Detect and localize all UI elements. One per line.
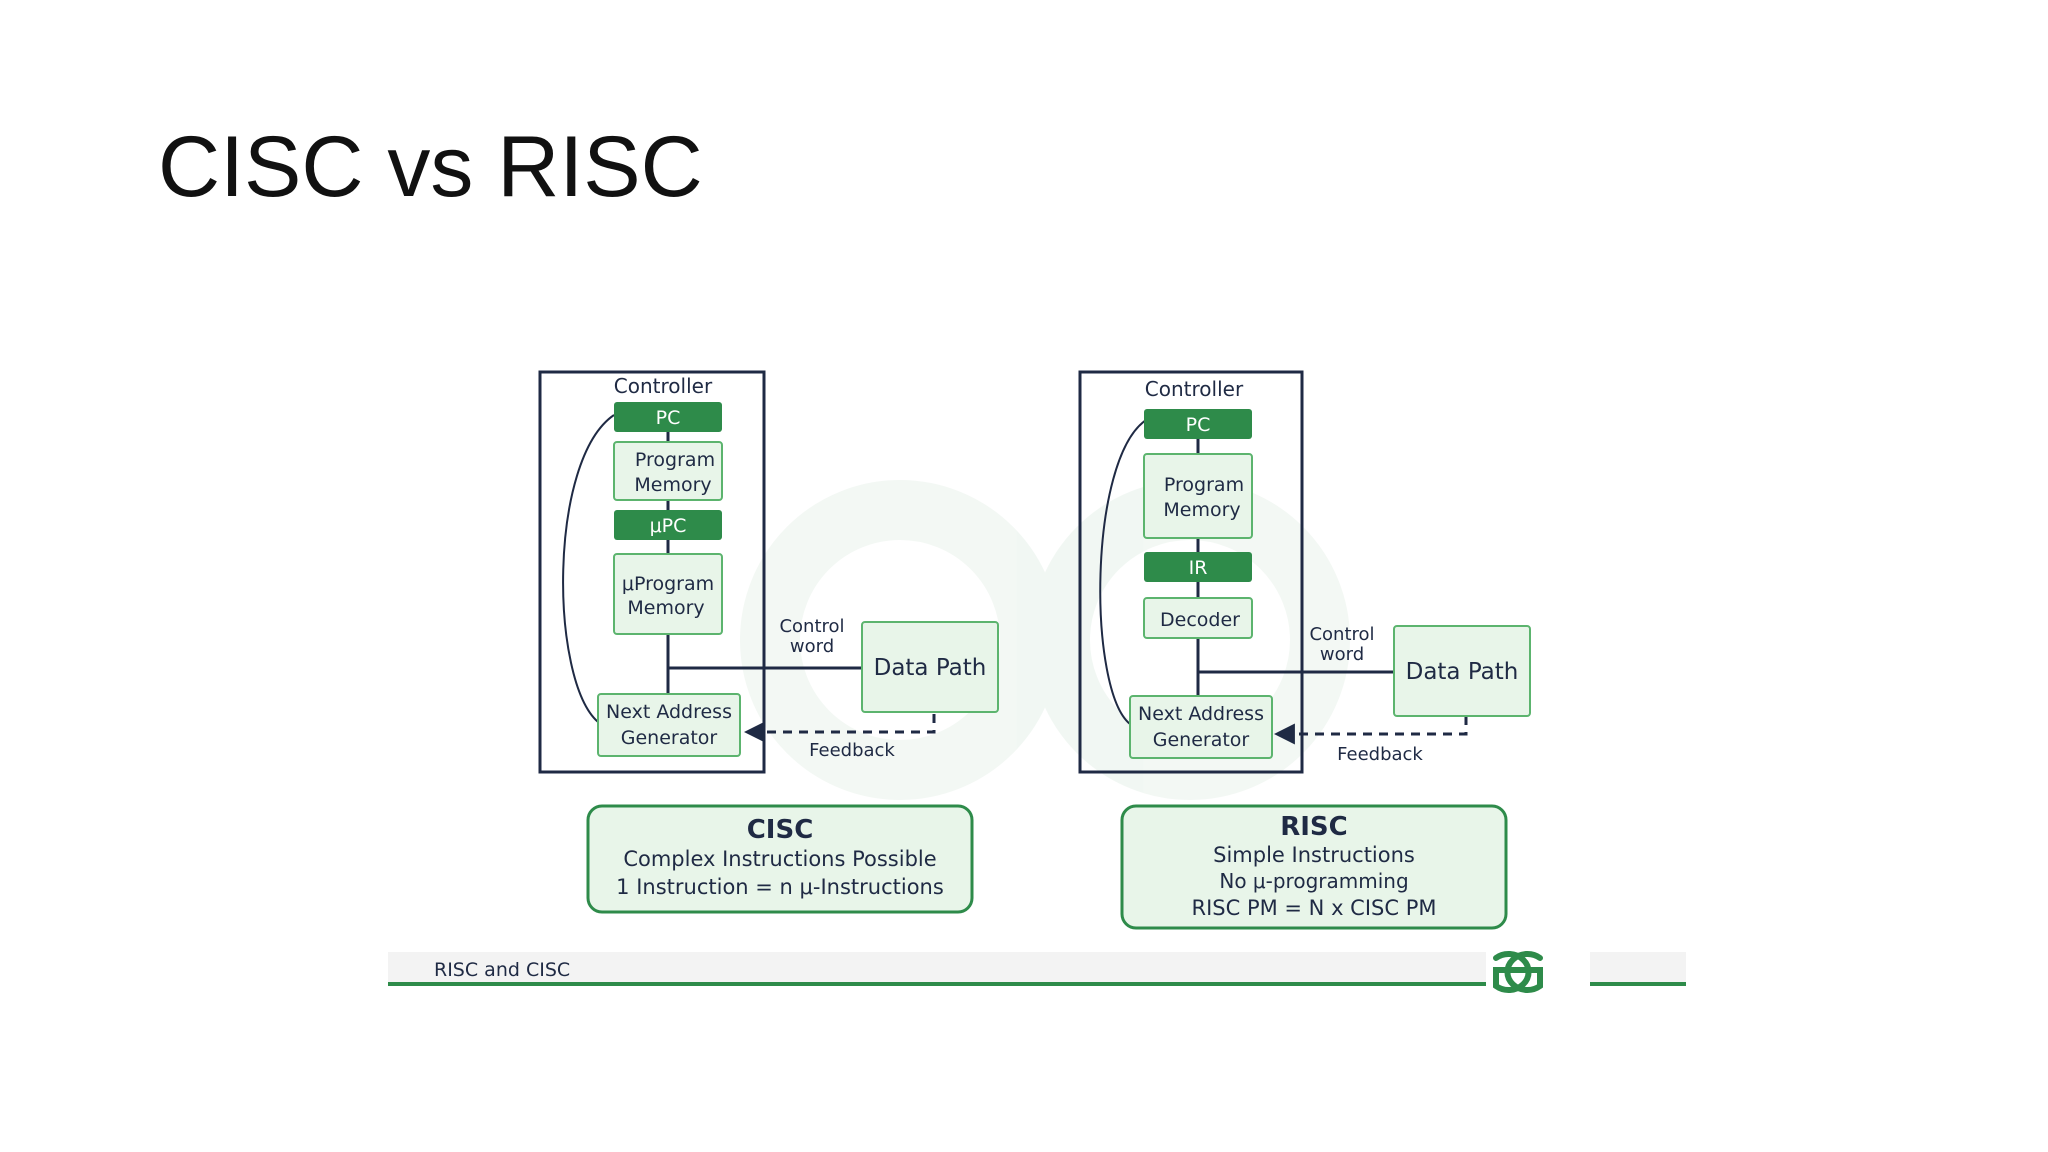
risc-summary-line1: Simple Instructions: [1213, 843, 1415, 867]
risc-next-address-line1: Next Address: [1138, 703, 1264, 725]
risc-control-word-line2: word: [1320, 644, 1364, 665]
cisc-controller-label: Controller: [614, 374, 713, 398]
cisc-controller-box: [538, 370, 766, 774]
risc-program-memory-line1: Program: [1164, 474, 1244, 496]
cisc-upc-label: μPC: [650, 515, 687, 537]
risc-next-address-block: [1129, 695, 1273, 759]
risc-pc-label: PC: [1186, 414, 1211, 436]
risc-controller-box: [1078, 370, 1304, 774]
risc-ir-block: [1144, 552, 1252, 582]
risc-program-memory-block: [1143, 453, 1253, 539]
cisc-feedback-arrow: [743, 714, 936, 743]
risc-pc-block: [1144, 409, 1252, 439]
cisc-loop-line: [562, 414, 615, 723]
cisc-next-address-block: [597, 693, 741, 757]
gfg-logo-icon: [1493, 951, 1543, 993]
cisc-control-word-line1: Control: [779, 616, 844, 637]
risc-program-memory-line2: Memory: [1163, 499, 1240, 521]
slide-title: CISC vs RISC: [158, 119, 703, 215]
footer-caption: RISC and CISC: [434, 959, 570, 981]
cisc-feedback-label: Feedback: [809, 740, 895, 761]
cisc-uprogram-memory-block: [613, 553, 723, 635]
risc-control-word-line1: Control: [1309, 624, 1374, 645]
cisc-program-memory-block: [613, 441, 723, 501]
cisc-diagram: Controller PC Program Memory μPC μProgra…: [538, 370, 999, 914]
cisc-upc-block: [614, 510, 722, 540]
risc-controller-label: Controller: [1145, 377, 1244, 401]
risc-decoder-block: [1143, 597, 1253, 639]
cisc-data-path-block: [861, 621, 999, 713]
cisc-pc-block: [614, 402, 722, 432]
cisc-program-memory-line1: Program: [635, 449, 715, 471]
risc-decoder-label: Decoder: [1160, 609, 1240, 631]
risc-ir-label: IR: [1189, 557, 1208, 579]
risc-diagram: Controller PC Program Memory IR Decoder …: [1078, 370, 1531, 930]
cisc-pc-label: PC: [656, 407, 681, 429]
cisc-uprogram-memory-line2: Memory: [627, 597, 704, 619]
cisc-summary-line2: 1 Instruction = n μ-Instructions: [616, 875, 944, 899]
cisc-next-address-line2: Generator: [621, 727, 718, 749]
footer-bar: RISC and CISC: [388, 951, 1686, 993]
risc-feedback-arrow: [1273, 716, 1468, 745]
risc-loop-line: [1099, 419, 1147, 725]
risc-next-address-line2: Generator: [1153, 729, 1250, 751]
cisc-next-address-line1: Next Address: [606, 701, 732, 723]
risc-feedback-label: Feedback: [1337, 744, 1423, 765]
risc-data-path-label: Data Path: [1406, 659, 1519, 685]
risc-summary-title: RISC: [1280, 812, 1348, 842]
cisc-data-path-label: Data Path: [874, 655, 987, 681]
cisc-summary-title: CISC: [747, 815, 814, 845]
risc-data-path-block: [1393, 625, 1531, 717]
cisc-uprogram-memory-line1: μProgram: [622, 573, 714, 595]
cisc-control-word-line2: word: [790, 636, 834, 657]
cisc-program-memory-line2: Memory: [634, 474, 711, 496]
risc-summary-line3: RISC PM = N x CISC PM: [1192, 896, 1437, 920]
risc-summary-box: [1120, 804, 1508, 930]
cisc-summary-box: [586, 804, 974, 914]
risc-summary-line2: No μ-programming: [1219, 869, 1408, 893]
cisc-summary-line1: Complex Instructions Possible: [623, 847, 936, 871]
